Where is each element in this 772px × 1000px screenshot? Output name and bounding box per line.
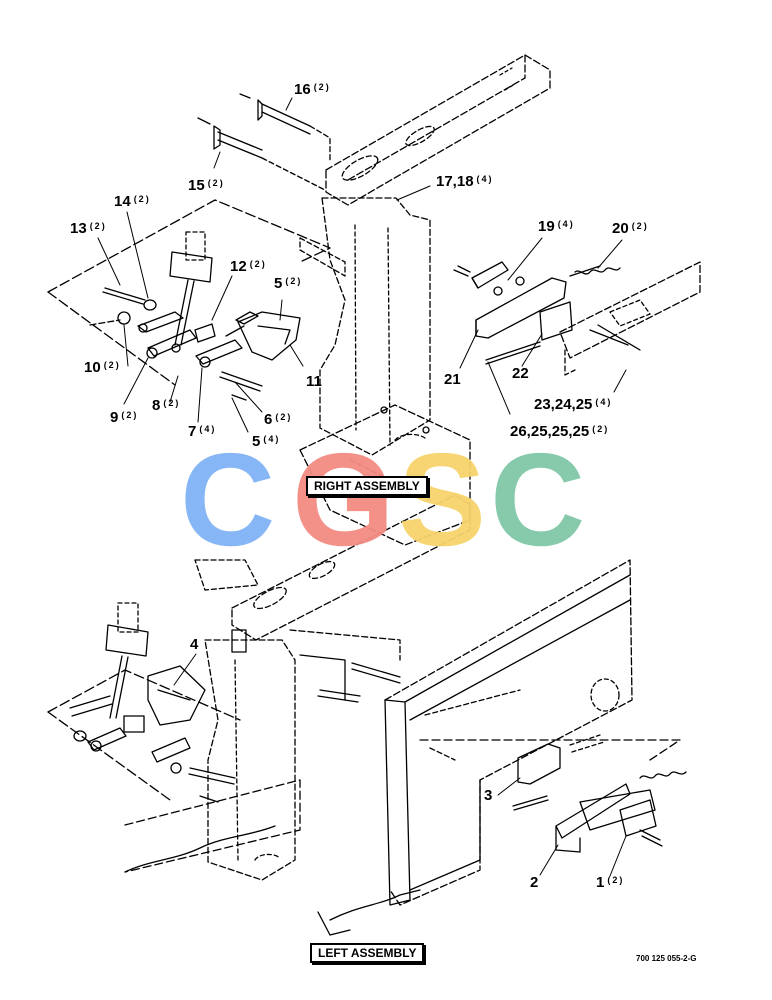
right-side-bracket-group <box>453 261 701 376</box>
callout-1: 1(2) <box>596 874 625 891</box>
callout-3: 3 <box>484 787 493 804</box>
left-linkage <box>47 602 401 873</box>
leader-lines <box>97 97 627 877</box>
left-frame-arm <box>194 494 471 641</box>
callout-12: 12(2) <box>230 258 267 275</box>
left-upright-plate <box>204 629 296 881</box>
drawing-number: 700 125 055-2-G <box>636 954 697 963</box>
right-frame-arm <box>325 54 551 206</box>
callout-8: 8(2) <box>152 397 181 414</box>
callout-22: 22 <box>512 365 529 382</box>
right-top-pins <box>197 93 331 191</box>
callout-20: 20(2) <box>612 220 649 237</box>
watermark-letter-4: C <box>490 426 585 573</box>
cgsc-watermark: C G S C <box>180 426 585 573</box>
callout-16: 16(2) <box>294 81 331 98</box>
watermark-letter-3: S <box>398 426 486 573</box>
callout-5-lower: 5(4) <box>252 433 281 450</box>
callout-21: 21 <box>444 371 461 388</box>
callout-17-18: 17,18(4) <box>436 173 494 190</box>
callout-13: 13(2) <box>70 220 107 237</box>
callout-7: 7(4) <box>188 423 217 440</box>
callout-2: 2 <box>530 874 539 891</box>
callout-11: 11 <box>306 373 322 390</box>
callout-14: 14(2) <box>114 193 151 210</box>
watermark-letter-2: G <box>292 426 395 573</box>
right-cylinder-area <box>47 199 331 386</box>
right-linkage <box>102 287 301 401</box>
callout-23-24-25: 23,24,25(4) <box>534 396 613 413</box>
watermark-letter-1: C <box>180 426 275 573</box>
callout-6: 6(2) <box>264 411 293 428</box>
right-upright-plate <box>299 197 431 456</box>
left-bracket-group <box>512 734 687 853</box>
callout-10: 10(2) <box>84 359 121 376</box>
left-assembly-label: LEFT ASSEMBLY <box>310 943 425 963</box>
right-assembly-label: RIGHT ASSEMBLY <box>306 476 428 496</box>
callout-15: 15(2) <box>188 177 225 194</box>
callout-5-upper: 5(2) <box>274 275 303 292</box>
callout-19: 19(4) <box>538 218 575 235</box>
callout-4: 4 <box>190 636 199 653</box>
callout-9: 9(2) <box>110 409 139 426</box>
left-main-frame <box>317 559 681 936</box>
callout-26-25-25-25: 26,25,25,25(2) <box>510 423 610 440</box>
